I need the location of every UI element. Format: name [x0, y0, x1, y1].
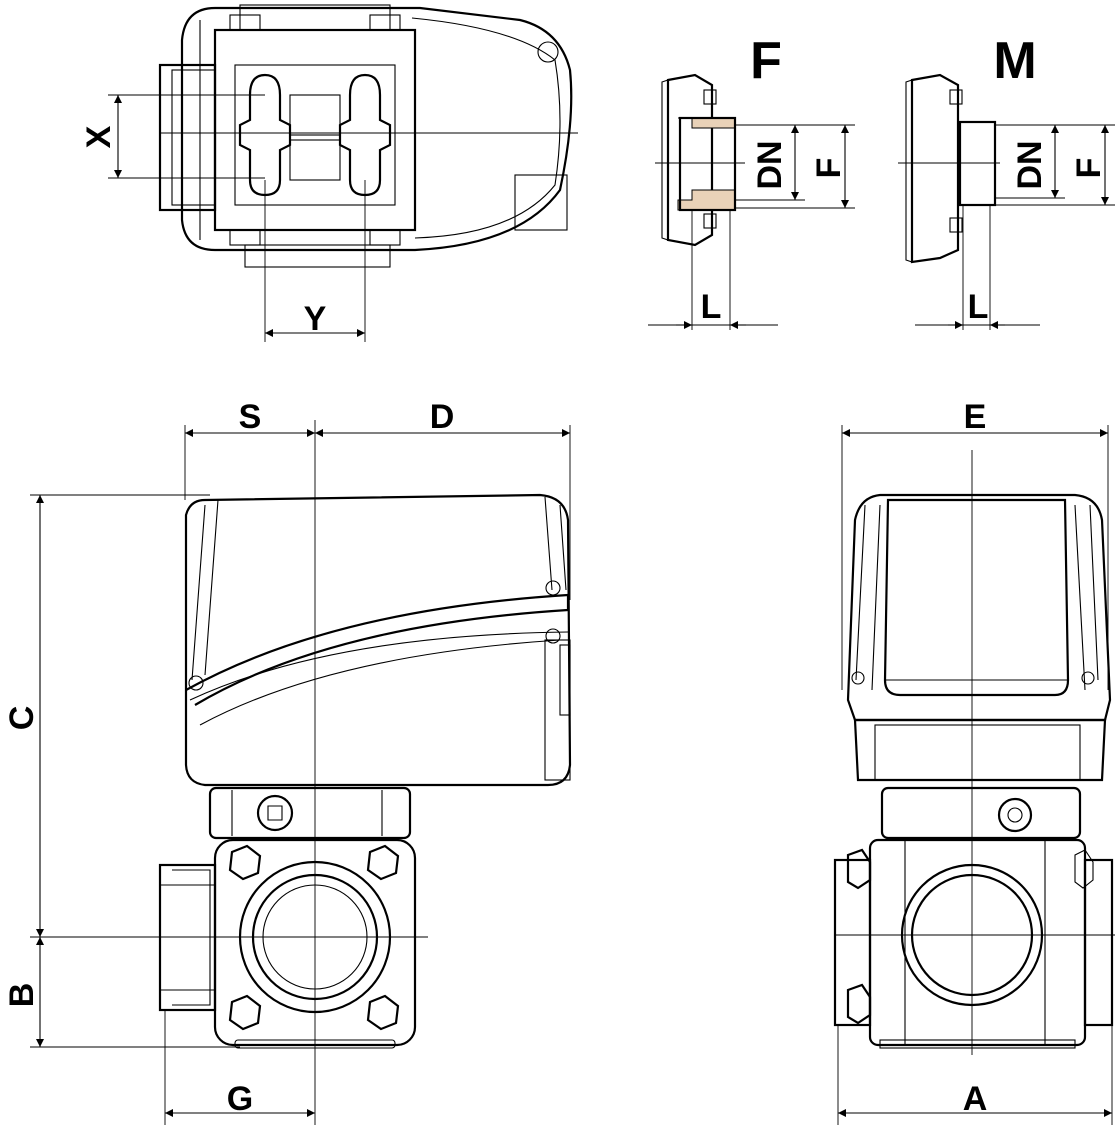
- dim-s-label: S: [239, 398, 262, 436]
- detail-m-male-thread: M DN F L: [898, 32, 1115, 330]
- top-view: X Y: [80, 4, 578, 342]
- detail-m-f-label: F: [1070, 158, 1108, 179]
- detail-m-l-label: L: [968, 288, 989, 326]
- front-view: S D C B G: [3, 398, 572, 1125]
- detail-f-female-thread: F DN F L: [648, 32, 855, 330]
- dim-a-label: A: [963, 1080, 988, 1118]
- dim-x-label: X: [80, 125, 118, 148]
- detail-f-title: F: [750, 32, 782, 90]
- dim-d-label: D: [430, 398, 455, 436]
- dim-c-label: C: [3, 706, 41, 731]
- detail-f-f-label: F: [810, 158, 848, 179]
- side-view: E A: [833, 398, 1115, 1125]
- detail-f-l-label: L: [701, 288, 722, 326]
- dim-y-label: Y: [304, 300, 327, 338]
- detail-f-dn-label: DN: [751, 140, 789, 189]
- detail-m-dn-label: DN: [1011, 140, 1049, 189]
- dim-b-label: B: [3, 983, 41, 1008]
- dim-e-label: E: [964, 398, 987, 436]
- detail-m-title: M: [993, 32, 1036, 90]
- dim-g-label: G: [227, 1080, 253, 1118]
